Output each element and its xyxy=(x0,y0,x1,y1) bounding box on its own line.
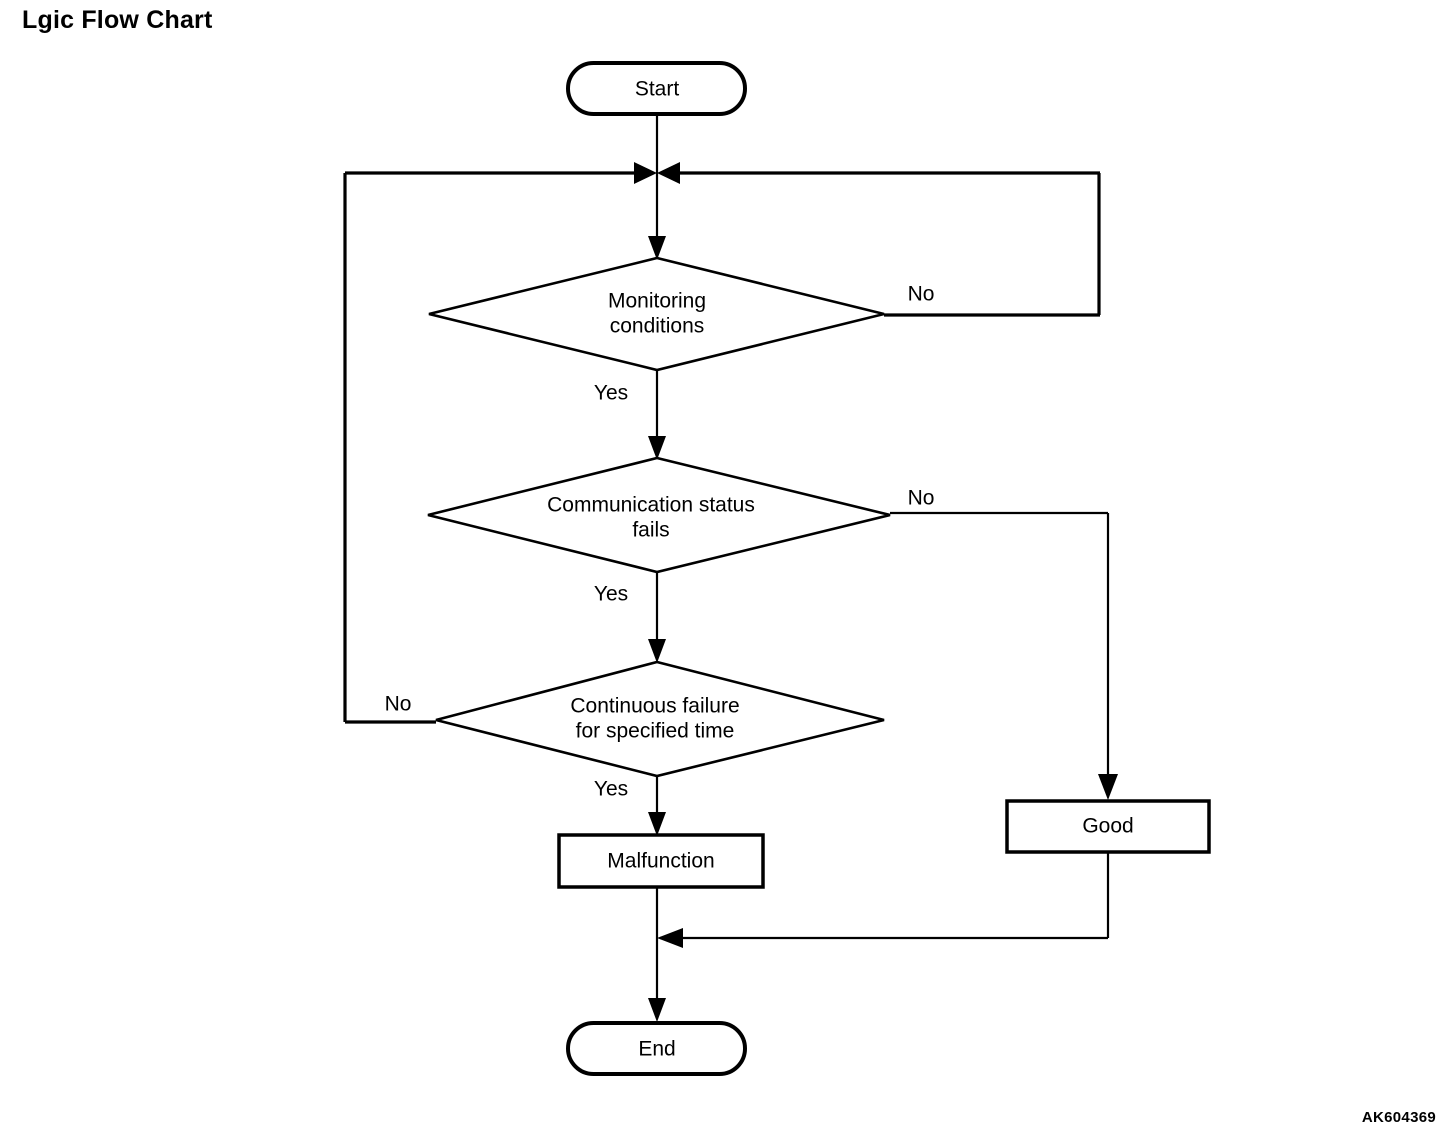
node-monitoring-label-line2: conditions xyxy=(610,315,705,338)
node-end-label: End xyxy=(638,1038,675,1061)
branch-label-continuous-yes: Yes xyxy=(594,778,628,801)
arrowhead-merge-into-end-line xyxy=(657,928,683,948)
arrowhead-into-continuous-failure xyxy=(648,639,666,663)
arrowhead-into-malfunction xyxy=(648,812,666,836)
node-malfunction-label: Malfunction xyxy=(607,850,714,873)
arrowhead-into-comm-status xyxy=(648,436,666,460)
branch-label-continuous-no: No xyxy=(385,693,412,716)
arrowhead-loopback-left-into-junction xyxy=(634,162,657,184)
node-continuous-label-line2: for specified time xyxy=(576,720,735,743)
node-comm-label-line1: Communication status xyxy=(547,494,755,517)
branch-label-monitoring-no: No xyxy=(908,283,935,306)
branch-label-comm-no: No xyxy=(908,487,935,510)
branch-label-monitoring-yes: Yes xyxy=(594,382,628,405)
arrowhead-into-good xyxy=(1098,774,1118,800)
node-start[interactable] xyxy=(566,61,747,116)
node-end[interactable] xyxy=(566,1021,747,1076)
node-monitoring-label-line1: Monitoring xyxy=(608,290,706,313)
arrowhead-into-end xyxy=(648,998,666,1022)
node-monitoring-conditions[interactable] xyxy=(428,256,885,372)
diagram-code: AK604369 xyxy=(1361,1109,1436,1126)
arrowhead-loopback-right-into-junction xyxy=(657,162,680,184)
node-communication-status-fails[interactable] xyxy=(427,456,891,574)
node-comm-label-line2: fails xyxy=(632,519,669,542)
node-good[interactable] xyxy=(1005,799,1211,854)
branch-label-comm-yes: Yes xyxy=(594,583,628,606)
node-continuous-failure[interactable] xyxy=(435,660,885,778)
node-start-label: Start xyxy=(635,78,680,101)
node-malfunction[interactable] xyxy=(557,833,765,889)
node-continuous-label-line1: Continuous failure xyxy=(570,695,739,718)
page-title: Lgic Flow Chart xyxy=(22,6,213,34)
arrowhead-into-monitoring xyxy=(648,236,666,260)
node-good-label: Good xyxy=(1082,815,1133,838)
